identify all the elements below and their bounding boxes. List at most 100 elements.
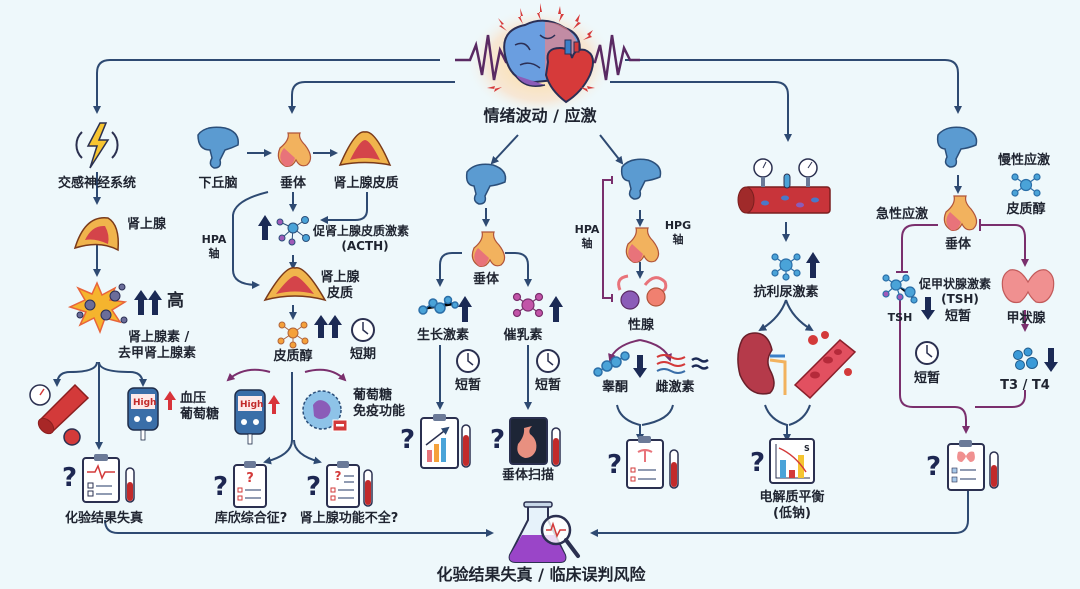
lab-flask-magnifier-icon [508,501,580,563]
purple-lines [226,176,1029,434]
question-mark-icon: ? [400,425,416,455]
arrow [53,361,98,387]
arrow [98,361,147,387]
arrow [226,368,271,382]
estrogen-wave-icon [656,354,686,374]
test-tube-icon [461,424,471,468]
svg-text:?: ? [335,469,342,483]
svg-text:?: ? [246,471,254,486]
hypothalamus-icon [936,126,978,168]
immune-cell-icon [302,390,348,432]
arrow [505,252,532,287]
test-tube-icon [551,427,561,467]
question-mark-icon: ? [607,450,623,480]
acth-label-1: 促肾上腺皮质激素 [313,224,410,238]
down-arrow-icon [921,297,935,320]
up-arrow-icon [134,290,162,315]
blood-pressure-label: 血压 [180,391,207,406]
arrow [764,404,791,442]
approx-icon [691,357,709,370]
question-mark-icon: ? [306,472,322,502]
t3-t4-label: T3 / T4 [1000,378,1050,393]
pituitary-label: 垂体 [944,237,972,252]
arrow [641,404,674,426]
sns-label: 交感神经系统 [57,176,137,191]
adrenal-cortex-label-2: 皮质 [326,286,354,301]
test-tube-icon [669,449,679,489]
down-arrow-icon [633,355,647,378]
thyroid-icon [1001,269,1055,304]
thyroid-label: 甲状腺 [1006,311,1046,326]
heart-icon [544,39,595,104]
hpa-axis-label-1: HPA [201,233,227,246]
pituitary-label: 垂体 [279,176,307,191]
adh-molecule-icon [771,253,801,281]
glucose-meter-icon [127,387,159,441]
pituitary-icon [943,195,978,231]
adrenaline-burst-icon [67,281,128,335]
hpa-inhibit-line [602,179,612,299]
pituitary-scan-label: 垂体扫描 [501,468,555,483]
arrow [785,299,814,332]
sns-result-label: 化验结果失真 [64,511,144,526]
question-mark-icon: ? [926,452,942,482]
adrenal-cortex-icon [338,131,392,167]
arrow [232,191,269,289]
cushing-label: 库欣综合征? [214,511,288,526]
arrow [639,339,672,362]
question-mark-icon: ? [62,463,78,493]
cortisol-label: 皮质醇 [1006,202,1046,217]
tsh-short-label: TSH [887,311,913,324]
arrow-to-hpg [599,134,624,165]
hpa-axis-label-1: HPA [574,223,600,236]
flow-lines [53,59,969,537]
arrow-to-sns [93,59,440,114]
arrow [616,404,644,442]
bottom-title: 化验结果失真 / 临床误判风险 [436,565,646,584]
growth-hormone-label: 生长激素 [416,328,470,343]
adrenal-gland-icon [73,217,120,252]
tsh-label-2: (TSH) [941,292,979,306]
hypothalamus-icon [620,158,662,200]
level-high-label: 高 [167,291,184,311]
adh-label: 抗利尿激素 [753,285,819,300]
hpa-axis-label-2: 轴 [581,237,593,250]
cortisol-molecule-icon [1011,173,1041,197]
arrow [788,404,811,426]
pituitary-scan-icon [509,417,548,465]
arrow [304,368,347,382]
arrow [980,224,1029,267]
stress-emblem [455,3,640,117]
glucose-label: 葡萄糖 [180,407,220,422]
adrenal-cortex-label: 肾上腺皮质 [333,176,399,191]
hypothalamus-icon [197,126,239,169]
pituitary-icon [471,231,506,267]
adrenal-cortex-icon [263,267,327,302]
heartbeat-wave-icon [455,34,515,81]
question-mark-icon: ? [213,472,229,502]
pituitary-icon [277,132,312,167]
catecholamine-label-1: 肾上腺素 / [128,330,190,345]
arrow-bottom-left [104,519,494,537]
arrow [436,252,462,287]
question-mark-icon: ? [750,448,766,478]
short-term-label: 短期 [349,347,377,362]
clipboard-uterus-icon [626,436,664,489]
hypothalamus-label: 下丘脑 [198,176,238,191]
testosterone-label: 睾酮 [601,380,629,395]
electrolyte-label-1: 电解质平衡 [759,490,825,505]
acth-label-2: (ACTH) [341,239,389,253]
clock-icon [351,318,375,342]
clipboard-question-icon: ? [233,461,267,508]
red-up-arrow-icon [268,395,280,414]
up-arrow-icon [549,296,563,322]
arrow [320,192,368,224]
chart-glyph: S [804,444,810,453]
clipboard-bar-chart-icon [420,414,459,469]
adrenal-cortex-label-1: 肾上腺 [320,270,360,285]
sns-lightning-icon [75,122,119,169]
kidney-icon [737,332,787,395]
meter-text: High [240,400,264,410]
cortisol-molecule-icon [277,321,309,349]
electrolyte-label-2: (低钠) [773,506,811,521]
